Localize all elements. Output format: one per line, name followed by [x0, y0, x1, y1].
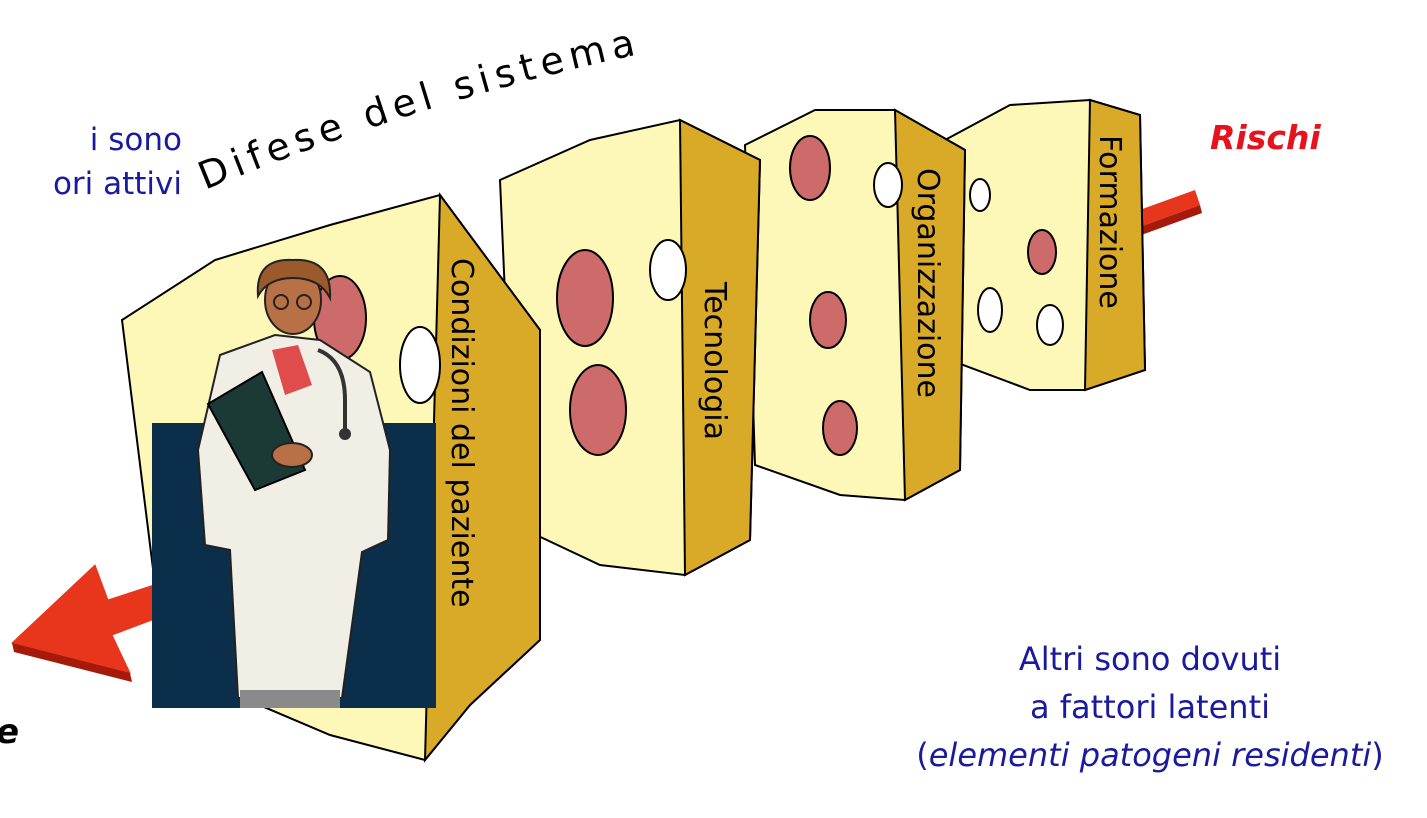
latent-factors-caption: Altri sono dovuti a fattori latenti (ele… [900, 635, 1400, 779]
cheese-hole [400, 327, 440, 403]
left-caption-line2: ori attivi [0, 162, 182, 206]
cheese-hole [790, 136, 830, 200]
cheese-hole [650, 240, 686, 300]
left-caption-line1: i sono [0, 118, 182, 162]
cheese-hole [978, 288, 1002, 332]
latent-caption-line1: Altri sono dovuti [900, 635, 1400, 683]
layer-label-formazione: Formazione [1092, 135, 1127, 309]
layer-label-condizioni-paziente: Condizioni del paziente [444, 258, 479, 608]
cut-off-label: e [0, 712, 19, 752]
risks-label: Rischi [1210, 118, 1321, 157]
cheese-hole [874, 163, 902, 207]
cheese-hole [1037, 305, 1063, 345]
left-caption: i sono ori attivi [0, 118, 182, 206]
latent-caption-italic: elementi patogeni residenti [929, 736, 1372, 774]
cheese-hole [557, 250, 613, 346]
cheese-hole [570, 365, 626, 455]
cheese-hole [970, 179, 990, 211]
cheese-slice-organizzazione: Organizzazione [745, 110, 965, 500]
layer-label-tecnologia: Tecnologia [697, 281, 732, 440]
close-paren: ) [1371, 736, 1383, 774]
cheese-hole [810, 292, 846, 348]
open-paren: ( [916, 736, 928, 774]
cheese-slice-formazione: Formazione [945, 100, 1145, 390]
layer-label-organizzazione: Organizzazione [910, 168, 945, 398]
cheese-hole [823, 401, 857, 455]
cheese-hole [1028, 230, 1056, 274]
latent-caption-line2: a fattori latenti [900, 683, 1400, 731]
latent-caption-line3: (elementi patogeni residenti) [900, 731, 1400, 779]
